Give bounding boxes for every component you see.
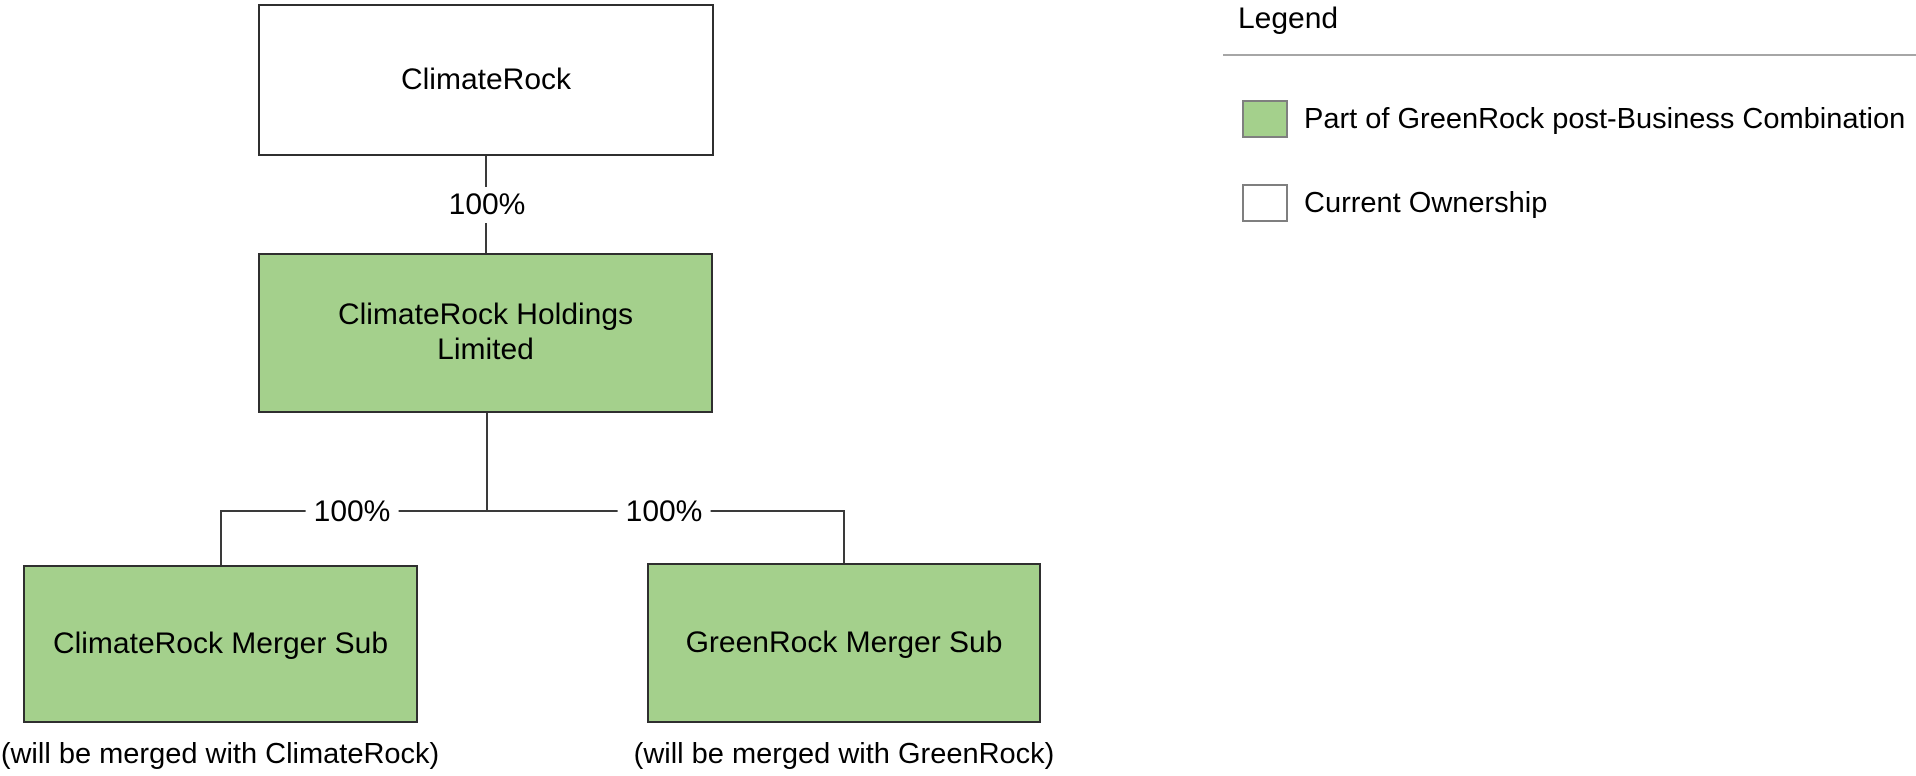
legend-separator	[1223, 54, 1916, 56]
legend-item-white: Current Ownership	[1242, 184, 1547, 222]
connector-right-drop	[843, 510, 845, 565]
merger-note-greenrock: (will be merged with GreenRock)	[633, 738, 1055, 770]
merger-note-climaterock: (will be merged with ClimateRock)	[0, 738, 440, 770]
legend-item-white-label: Current Ownership	[1304, 186, 1548, 219]
node-climaterock-merger-sub: ClimateRock Merger Sub	[23, 565, 418, 723]
connector-holdings-down	[486, 413, 488, 512]
connector-branch-horizontal	[220, 510, 845, 512]
ownership-label-left: 100%	[305, 494, 399, 530]
node-greenrock-merger-sub: GreenRock Merger Sub	[647, 563, 1041, 723]
white-swatch-icon	[1242, 184, 1288, 222]
legend-item-green-label: Part of GreenRock post-Business Combinat…	[1304, 102, 1906, 135]
ownership-label-right: 100%	[617, 494, 711, 530]
node-climaterock-holdings-label: ClimateRock Holdings Limited	[337, 298, 634, 366]
legend-title: Legend	[1238, 2, 1339, 35]
node-climaterock: ClimateRock	[258, 4, 714, 156]
green-swatch-icon	[1242, 100, 1288, 138]
legend-item-green: Part of GreenRock post-Business Combinat…	[1242, 100, 1905, 138]
node-climaterock-merger-sub-label: ClimateRock Merger Sub	[52, 626, 389, 660]
node-climaterock-holdings: ClimateRock Holdings Limited	[258, 253, 713, 413]
ownership-label-top: 100%	[440, 187, 534, 223]
node-climaterock-label: ClimateRock	[400, 62, 572, 96]
node-greenrock-merger-sub-label: GreenRock Merger Sub	[685, 625, 1003, 659]
connector-left-drop	[220, 510, 222, 567]
